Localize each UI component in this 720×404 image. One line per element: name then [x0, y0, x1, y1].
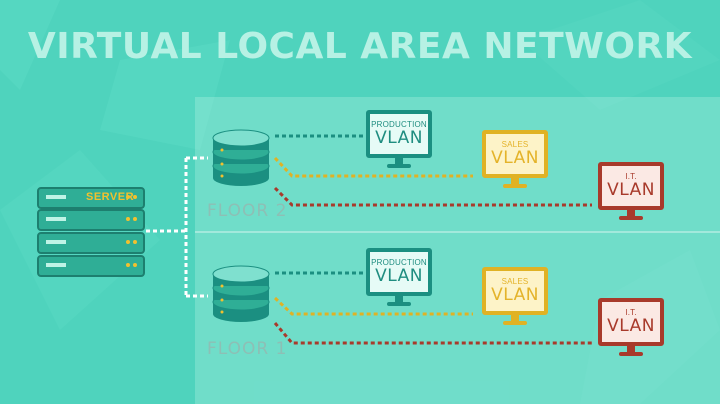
- monitor-stand: [627, 346, 635, 352]
- floor1-it-link: [273, 322, 592, 345]
- floor2-label: FLOOR 2: [207, 201, 288, 221]
- vlan-label: VLAN: [491, 285, 539, 305]
- monitor-stand: [395, 296, 403, 302]
- server-stack: [37, 187, 145, 277]
- monitor-base: [387, 302, 411, 306]
- vlan-label: VLAN: [607, 316, 655, 336]
- vlan-label: VLAN: [375, 266, 423, 286]
- vlan-department: I.T.: [625, 308, 637, 317]
- monitor-base: [387, 164, 411, 168]
- floor2-sales-link: [273, 156, 473, 178]
- server-uplinks: [146, 156, 208, 298]
- monitor-base: [503, 184, 527, 188]
- vlan-label: VLAN: [491, 148, 539, 168]
- vlan-label: VLAN: [375, 128, 423, 148]
- monitor-base: [503, 321, 527, 325]
- monitor-screen: PRODUCTION VLAN: [366, 248, 432, 296]
- floor1-switch: [212, 265, 270, 322]
- floor2-switch: [212, 129, 270, 186]
- monitor-screen: SALES VLAN: [482, 267, 548, 315]
- monitor-screen: I.T. VLAN: [598, 298, 664, 346]
- floor2-it-link: [273, 186, 592, 207]
- monitor-screen: PRODUCTION VLAN: [366, 110, 432, 158]
- server-label: SERVER: [86, 191, 135, 203]
- floor2-vlan-links: [273, 134, 592, 207]
- server-unit-3: [37, 232, 145, 254]
- page-title: VIRTUAL LOCAL AREA NETWORK: [27, 26, 693, 67]
- vlan-department: PRODUCTION: [371, 120, 427, 129]
- monitor-stand: [511, 315, 519, 321]
- server-unit-2: [37, 209, 145, 231]
- vlan-department: SALES: [501, 277, 529, 286]
- floor1-vlan-links: [273, 271, 592, 345]
- floor1-label: FLOOR 1: [207, 339, 288, 359]
- vlan-department: I.T.: [625, 172, 637, 181]
- monitor-base: [619, 216, 643, 220]
- monitor-stand: [395, 158, 403, 164]
- vlan-department: PRODUCTION: [371, 258, 427, 267]
- server-unit-4: [37, 255, 145, 277]
- monitor-base: [619, 352, 643, 356]
- floor-divider: [195, 231, 720, 233]
- floor1-sales-link: [273, 296, 473, 316]
- monitor-screen: I.T. VLAN: [598, 162, 664, 210]
- vlan-department: SALES: [501, 140, 529, 149]
- monitor-screen: SALES VLAN: [482, 130, 548, 178]
- monitor-stand: [627, 210, 635, 216]
- vlan-label: VLAN: [607, 180, 655, 200]
- monitor-stand: [511, 178, 519, 184]
- server-unit-1: [37, 187, 145, 209]
